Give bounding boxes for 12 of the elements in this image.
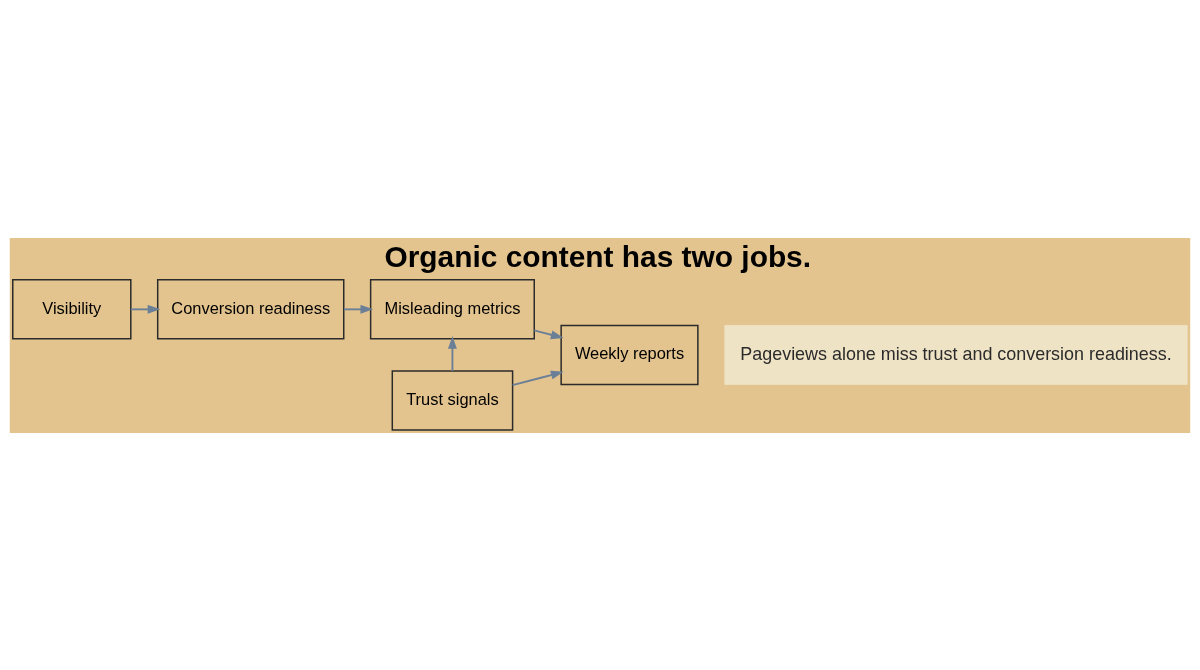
node-box: Conversion readiness	[156, 278, 345, 340]
node-box: Visibility	[12, 278, 132, 340]
arrow	[129, 304, 161, 314]
caption: Pageviews alone miss trust and conversion readiness.	[740, 343, 1172, 364]
diagram-title: Organic content has two jobs.	[384, 239, 812, 273]
arrow	[533, 328, 564, 339]
arrow	[343, 304, 374, 314]
arrow	[511, 370, 564, 386]
node-box: Trust signals	[391, 369, 514, 431]
node-box: Misleading metrics	[369, 278, 535, 340]
arrow	[448, 335, 457, 372]
node-box: Weekly reports	[560, 324, 699, 385]
